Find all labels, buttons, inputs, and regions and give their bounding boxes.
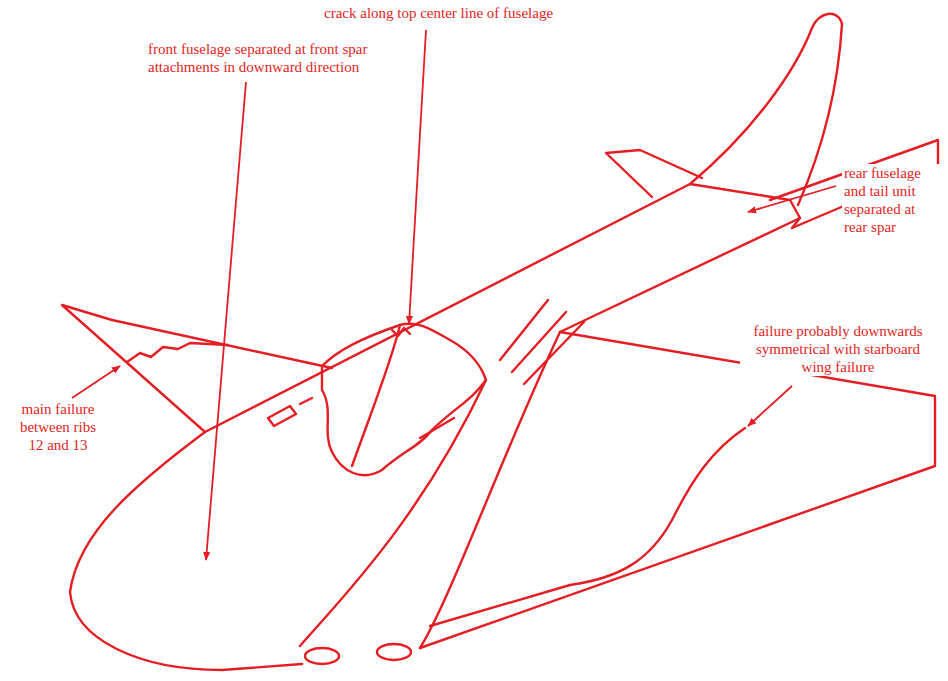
port-wing-failure-line xyxy=(127,343,228,362)
engine-bay-frame xyxy=(420,418,454,438)
callout-label: failure probably downwards symmetrical w… xyxy=(740,322,936,376)
wing-root-stripe xyxy=(524,322,584,384)
leader-arrow xyxy=(72,366,120,398)
callout-label: front fuselage separated at front spar a… xyxy=(146,40,412,76)
callout-label: rear fuselage and tail unit separated at… xyxy=(842,164,942,236)
air-intake xyxy=(305,648,339,664)
leader-arrow xyxy=(748,186,836,212)
canopy xyxy=(268,406,296,426)
tail-fin xyxy=(690,14,842,205)
fuselage-top xyxy=(70,184,790,592)
wing-root-fairing xyxy=(300,380,486,646)
wing-root-line xyxy=(430,585,570,626)
engine-bay-frame xyxy=(352,325,400,466)
leader-arrow xyxy=(206,82,246,560)
starboard-wing-failure-line xyxy=(570,428,745,585)
callout-label: crack along top center line of fuselage xyxy=(322,4,626,22)
wing-root-stripe xyxy=(512,312,566,372)
engine-bay-opening xyxy=(322,324,486,476)
nose-underside xyxy=(70,592,302,670)
air-intake xyxy=(377,644,411,660)
tail-cone xyxy=(790,200,800,228)
port-tailplane xyxy=(606,150,702,197)
starboard-wing xyxy=(420,332,935,648)
wing-root-fairing xyxy=(420,332,560,648)
canopy xyxy=(300,398,312,404)
crack-line xyxy=(392,328,410,336)
callout-label: main failure between ribs 12 and 13 xyxy=(10,400,106,454)
wing-root-stripe xyxy=(500,300,548,360)
fuselage-side xyxy=(560,218,800,332)
leader-arrow xyxy=(748,386,792,426)
